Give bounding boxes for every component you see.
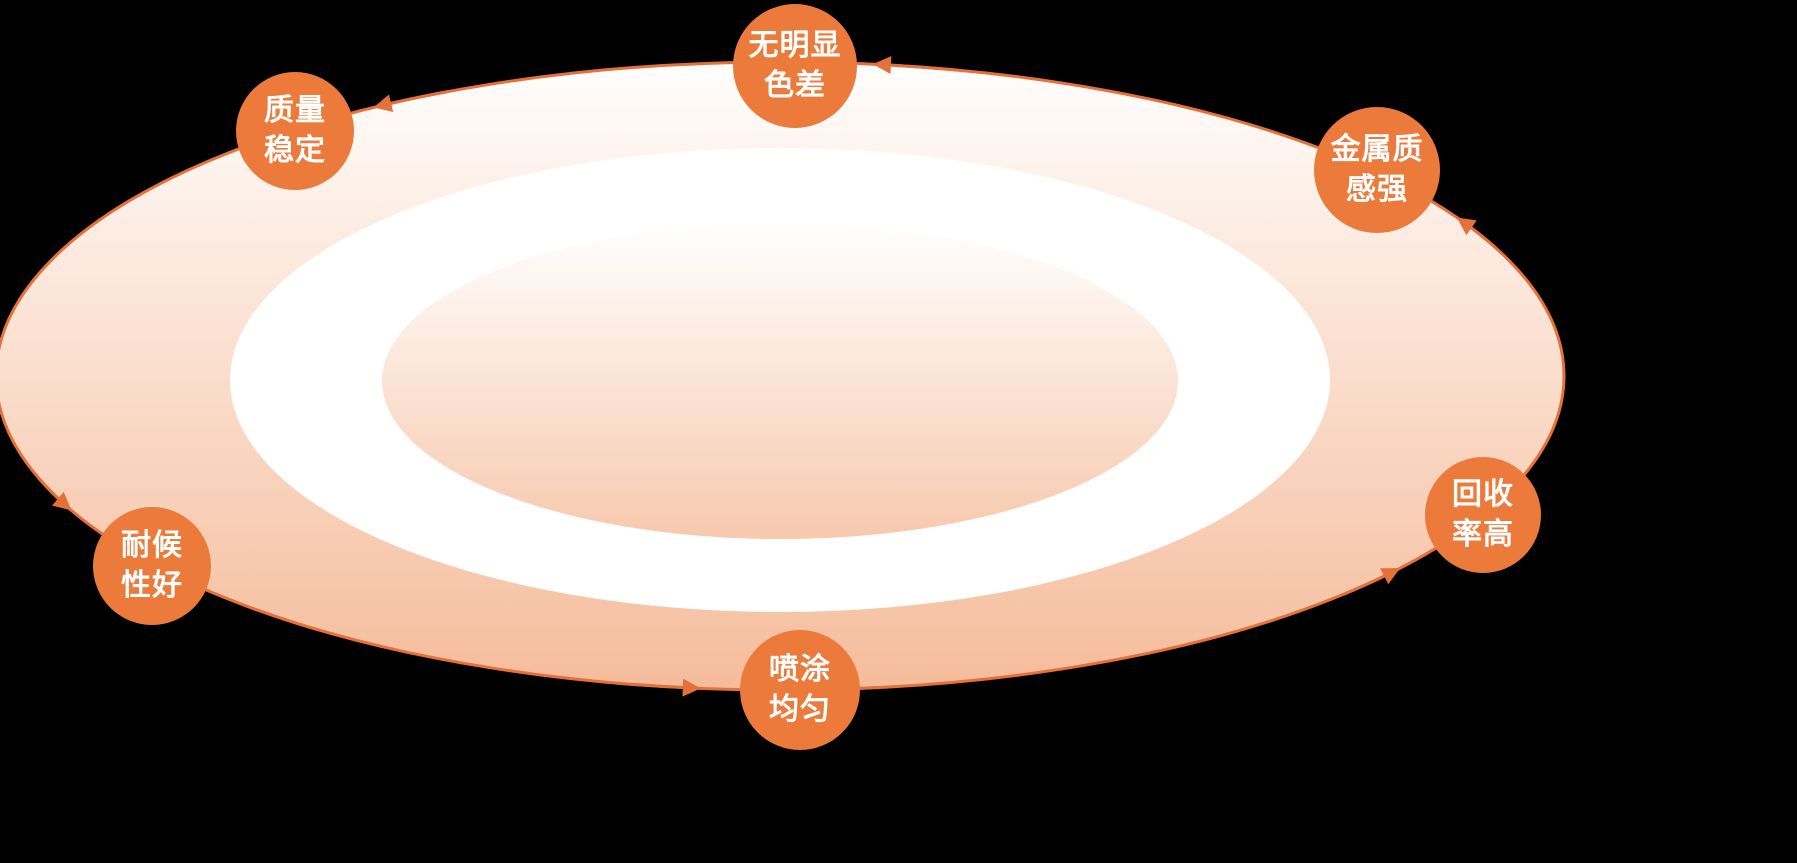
cycle-arrow-into-strong-metallic-texture: [1456, 217, 1498, 250]
node-label-line: 感强: [1346, 173, 1408, 206]
cycle-arrow-into-good-weather-resistance: [37, 477, 72, 511]
node-label-line: 均匀: [769, 693, 831, 726]
node-label-line: 无明显: [748, 29, 842, 62]
node-label-line: 耐候: [121, 529, 183, 562]
node-label-line: 质量: [264, 94, 326, 127]
node-stable-quality: 质量 稳定: [236, 72, 354, 190]
node-label-line: 喷涂: [769, 653, 831, 686]
node-label-line: 色差: [764, 69, 826, 102]
node-label-line: 稳定: [264, 134, 326, 167]
cycle-arrow-into-stable-quality: [373, 89, 449, 112]
cycle-arrow-into-even-spraying: [616, 678, 701, 697]
node-strong-metallic-texture: 金属质 感强: [1314, 107, 1440, 233]
node-label-line: 性好: [121, 569, 183, 602]
inner-ellipse: [382, 223, 1178, 539]
node-high-recovery-rate: 回收 率高: [1425, 457, 1541, 573]
node-good-weather-resistance: 耐候 性好: [93, 507, 211, 625]
cycle-arrow-into-no-color-difference: [872, 56, 957, 75]
node-no-color-difference: 无明显 色差: [733, 4, 857, 128]
node-label-line: 回收: [1452, 478, 1514, 511]
node-label-line: 金属质: [1330, 133, 1424, 166]
cycle-arrow-into-high-recovery-rate: [1343, 567, 1401, 596]
node-even-spraying: 喷涂 均匀: [740, 630, 860, 750]
node-label-line: 率高: [1452, 518, 1514, 551]
